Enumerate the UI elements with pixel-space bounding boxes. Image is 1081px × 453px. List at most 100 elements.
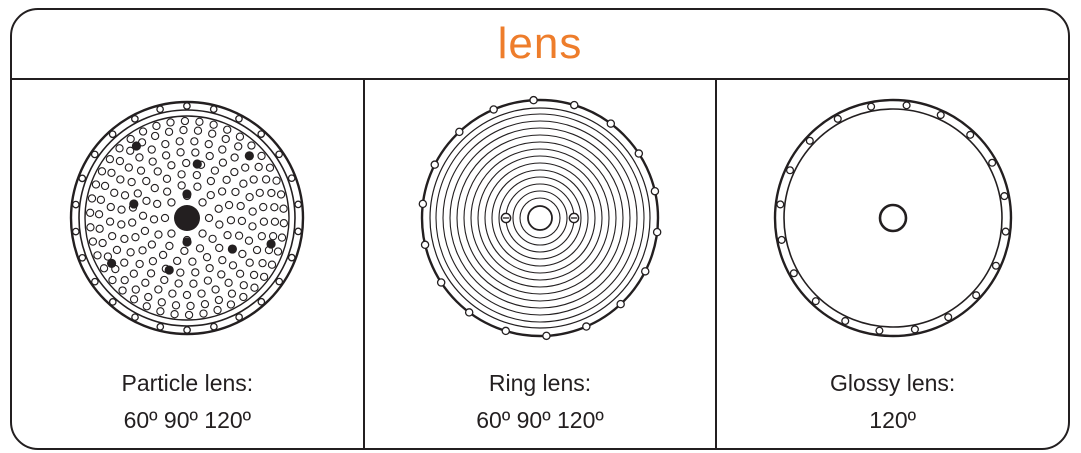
lens-particle [236,269,245,278]
lens-particle [217,270,226,279]
particle-lens-body [84,115,291,321]
particle-lens-screw [91,150,99,159]
ring-lens-screw [652,227,662,237]
lens-particle [183,290,192,300]
lens-particle [120,258,129,267]
lens-particle [131,285,141,294]
lens-particle [154,285,163,294]
center-hole [174,205,201,231]
fresnel-ring [477,155,603,281]
lens-particle [113,245,122,255]
lens-particle [157,298,167,307]
lens-particle [118,286,128,295]
ring-lens-icon [418,95,662,341]
particle-lens-screw [72,200,80,209]
glossy-lens-screw [811,297,820,306]
ring-lens-screw [650,186,660,196]
lens-particle [86,208,95,217]
particle-lens-screw [210,105,218,114]
lens-particle [106,202,116,212]
lens-particle [250,270,259,280]
lens-particle [257,232,267,241]
lens-particle [250,283,259,292]
lens-particle [110,188,119,197]
lens-particle [208,234,218,243]
lens-particle [224,278,234,287]
glossy-lens-screw [999,192,1009,201]
lens-particle [86,223,95,232]
particle-lens-screw [288,253,296,262]
lens-particle [222,175,232,185]
particle-lens-screw [109,298,117,306]
fresnel-ring [435,113,645,323]
ring-lens-screw [569,100,579,110]
lens-particle [139,127,148,136]
particle-lens-screw [294,227,303,236]
glossy-lens-screw [987,158,996,167]
lens-particle [137,166,146,175]
lens-particle [97,195,106,204]
lens-particle [106,154,115,164]
lens-particle [177,170,187,179]
lens-particle [92,180,101,189]
lens-particle [204,276,213,285]
lens-columns: Particle lens: 60º 90º 120º Ring lens: 6… [12,80,1068,448]
particle-lens-inner-rim [78,109,297,327]
particle-lens-screw [156,105,165,114]
lens-particle [245,258,255,267]
lens-particle [208,129,217,138]
lens-particle [142,196,151,206]
lens-particle [280,219,289,228]
glossy-lens-screw [777,235,786,244]
lens-particle [135,153,144,162]
lens-particle [133,189,143,198]
fresnel-ring [491,169,589,267]
lens-particle [201,300,210,309]
lens-particle [126,134,136,144]
ring-lens-screw [430,160,440,169]
lens-particle [267,188,276,198]
lens-particle [230,167,239,177]
particle-lens-screw [78,253,87,262]
lens-particle [89,237,98,246]
lens-options-panel: lens Particle lens: 60º 90º 120º Ring le… [10,8,1070,450]
lens-particle [131,233,140,242]
page-title: lens [497,19,583,68]
lens-particle [205,151,215,161]
lens-particle [165,241,174,251]
lens-name-glossy: Glossy lens: [830,370,956,396]
ring-lens-screw [582,322,591,331]
mounting-hole [192,159,203,169]
glossy-lens-screw [902,101,911,110]
lens-particle [239,281,249,290]
fresnel-ring [512,190,568,246]
lens-particle [138,246,148,255]
lens-particle [205,213,214,223]
lens-particle [271,217,280,226]
lens-particle [174,279,184,288]
lens-particle [248,222,257,231]
lens-particle [185,310,194,320]
lens-particle [207,176,216,186]
mounting-hole [182,237,192,247]
lens-particle [194,126,203,135]
lens-particle [108,231,117,241]
lens-particle [218,145,227,154]
lens-particle [126,146,135,155]
lens-particle [227,216,236,225]
ring-lens-screw [616,299,625,309]
glossy-lens-screw [910,325,919,334]
lens-particle [116,156,125,166]
particle-lens-screw [183,102,192,110]
mounting-hole [107,258,117,268]
lens-particle [255,188,265,197]
ring-lens-screw [418,199,428,209]
lens-particle [236,201,246,211]
lens-particle [235,231,244,240]
ring-lens-screw [542,331,551,341]
ring-lens-screw [420,240,430,250]
fresnel-ring [449,127,631,309]
lens-particle [225,200,234,210]
lens-particle [181,116,190,126]
lens-particle [141,226,150,236]
